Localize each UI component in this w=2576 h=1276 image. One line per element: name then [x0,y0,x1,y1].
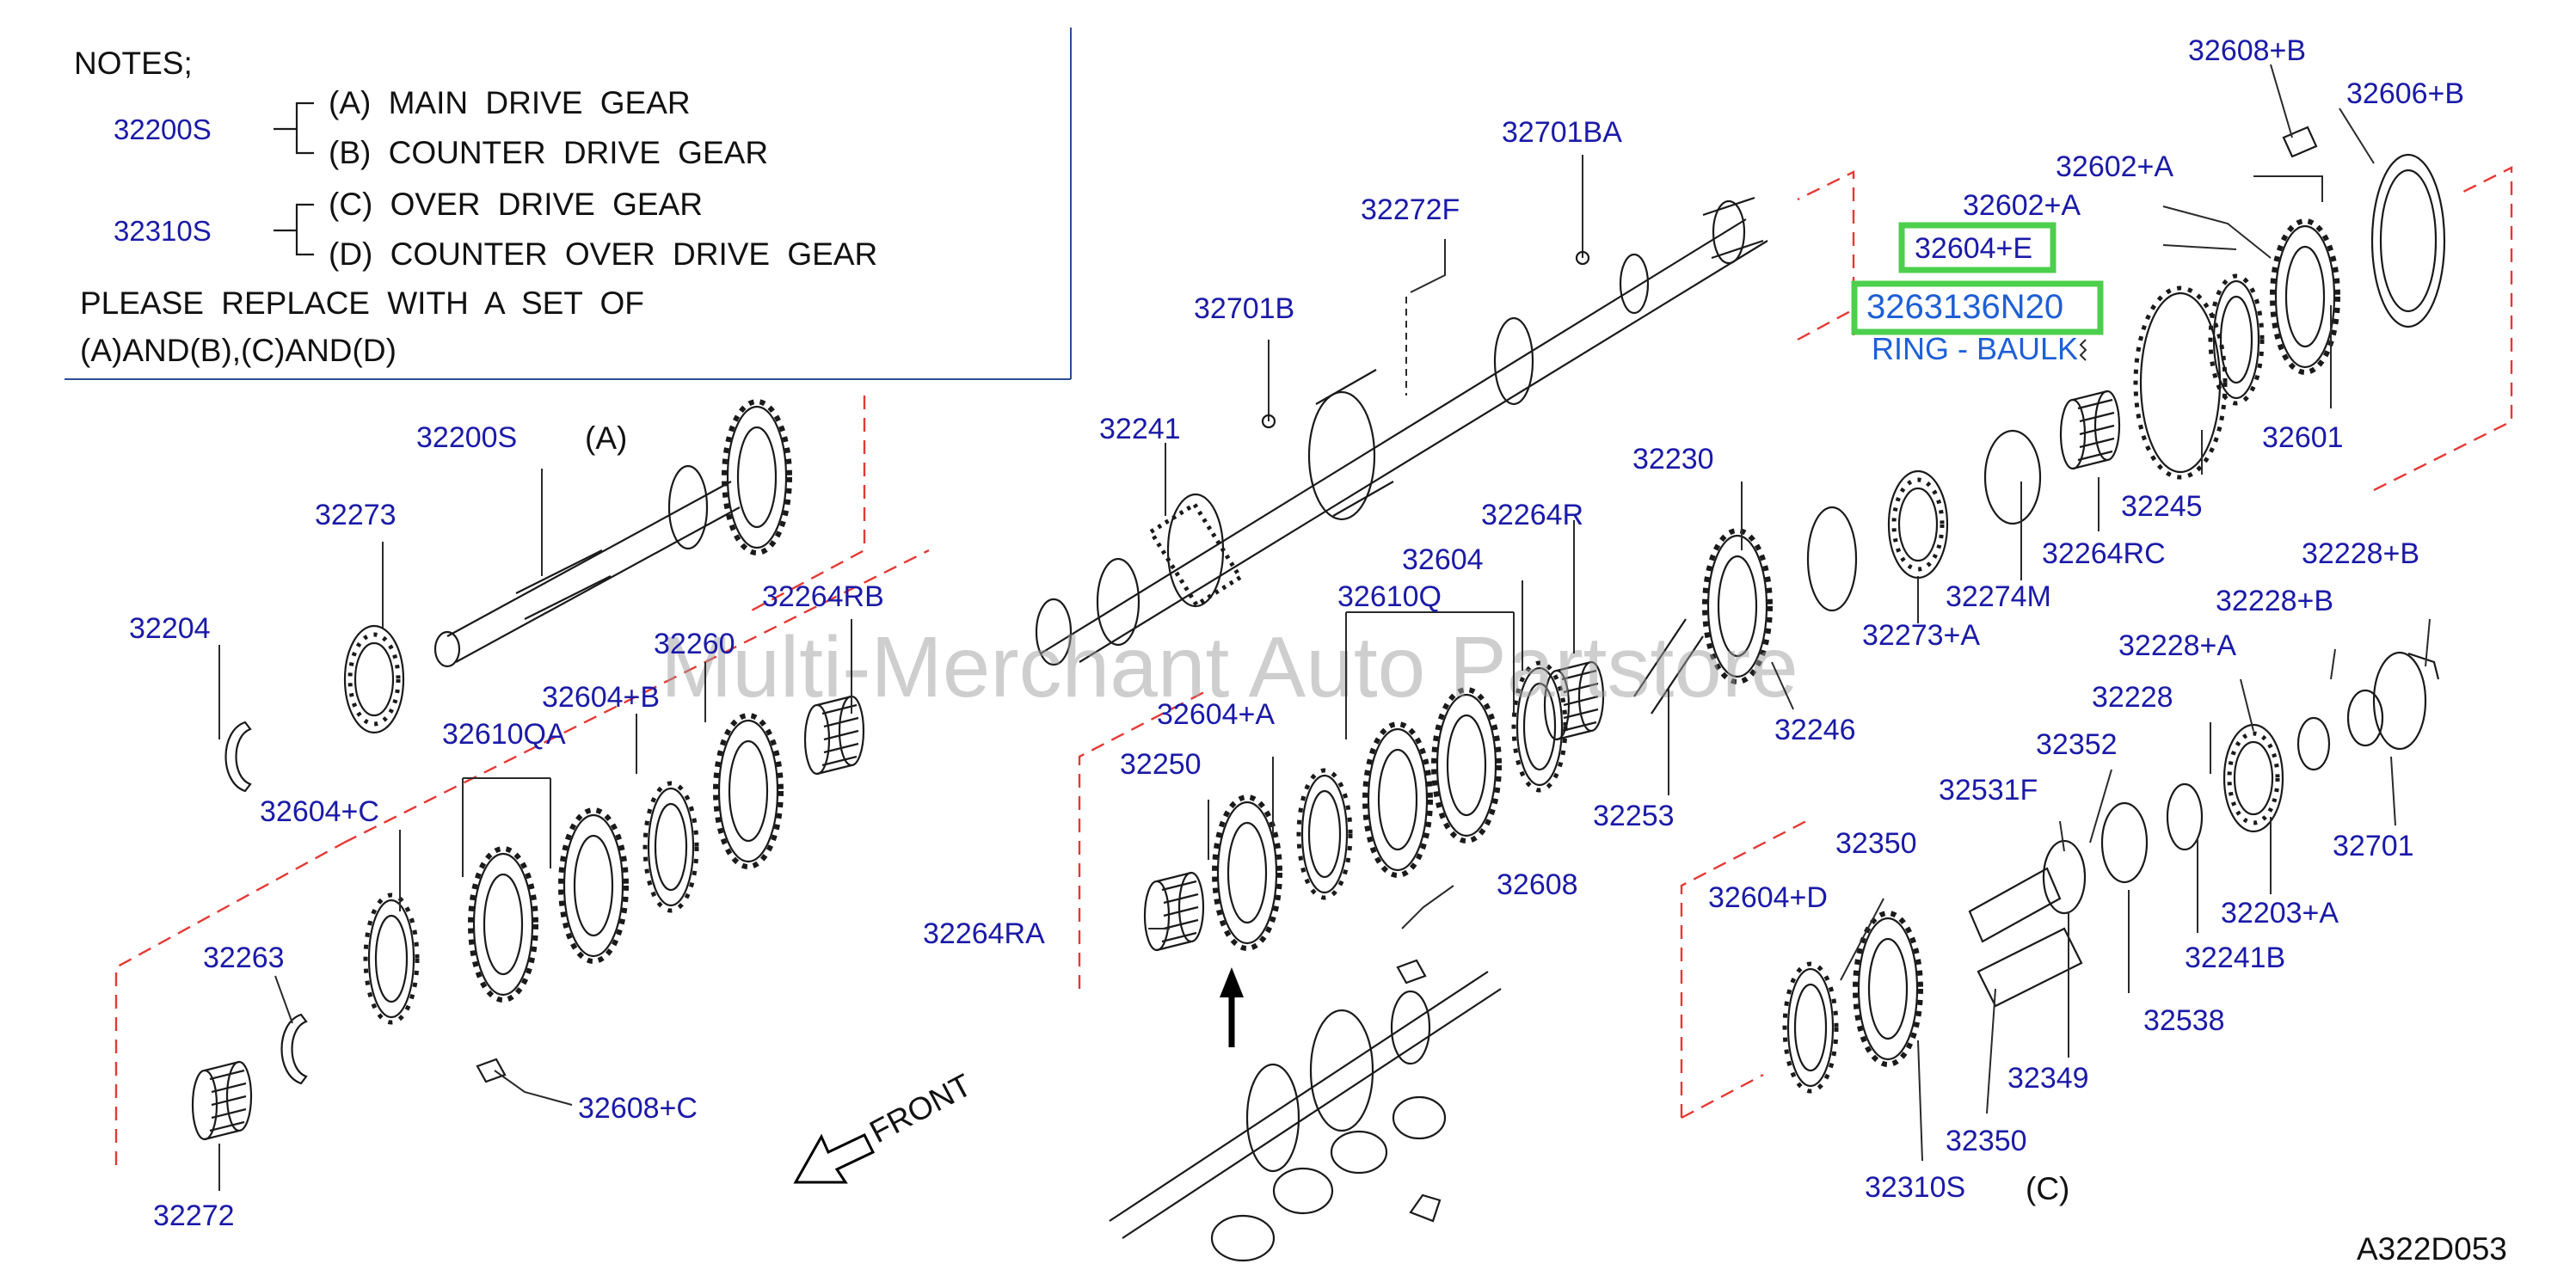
up-arrow-icon [1220,967,1244,1047]
guide-boxes [114,166,2513,1165]
notes-code-32200S[interactable]: 32200S [114,113,212,145]
callout-32228-b-upper[interactable]: 32228+B [2302,537,2419,570]
watermark: Multi-Merchant Auto Partstore [661,619,1798,715]
callout-32608[interactable]: 32608 [1497,868,1578,901]
callout-32350-upper[interactable]: 32350 [1835,827,1917,860]
callout-32246[interactable]: 32246 [1774,714,1856,746]
callout-32602-a-lower[interactable]: 32602+A [1963,189,2081,222]
callout-32264rc[interactable]: 32264RC [2042,537,2166,570]
callout-32352[interactable]: 32352 [2036,728,2118,761]
main-drive-gear[interactable] [433,402,790,668]
callout-32241b[interactable]: 32241B [2185,942,2285,974]
callout-labels[interactable]: 32608+B 32606+B 32701BA 32602+A 32602+A … [129,34,2464,1232]
callout-32203-a[interactable]: 32203+A [2221,897,2339,929]
callout-32701b[interactable]: 32701B [1194,292,1294,325]
callout-32272f[interactable]: 32272F [1361,193,1460,226]
callout-32538[interactable]: 32538 [2143,1004,2225,1037]
letter-a: (A) [585,420,627,456]
note-item-a: (A) MAIN DRIVE GEAR [329,85,691,120]
callout-32610qa[interactable]: 32610QA [442,718,566,751]
callout-32604-c[interactable]: 32604+C [260,795,379,828]
highlight-part-name: RING - BAULK [1872,331,2078,366]
front-arrow-icon [793,1133,876,1184]
callout-32604-a[interactable]: 32604+A [1157,698,1275,731]
callout-32608-b[interactable]: 32608+B [2188,34,2306,67]
callout-32604-d[interactable]: 32604+D [1708,881,1828,914]
callout-32253[interactable]: 32253 [1593,800,1675,832]
callout-32349[interactable]: 32349 [2007,1062,2089,1095]
callout-32274m[interactable]: 32274M [1946,580,2051,613]
callout-32241[interactable]: 32241 [1099,413,1181,445]
note-item-b: (B) COUNTER DRIVE GEAR [329,135,768,170]
callout-32200s[interactable]: 32200S [416,421,517,454]
bearing-32273[interactable] [345,626,403,733]
callout-32228[interactable]: 32228 [2092,681,2173,714]
callout-32531f[interactable]: 32531F [1939,774,2038,807]
letter-c: (C) [2026,1171,2069,1206]
notes-panel: NOTES; 32200S (A) MAIN DRIVE GEAR (B) CO… [65,28,1072,380]
front-label: FRONT [864,1067,978,1150]
callout-32310s[interactable]: 32310S [1865,1171,1965,1204]
callout-32230[interactable]: 32230 [1632,443,1714,475]
callout-32245[interactable]: 32245 [2121,490,2203,523]
callout-32273[interactable]: 32273 [315,499,397,531]
callout-32260[interactable]: 32260 [654,628,735,660]
notes-instruction-2: (A)AND(B),(C)AND(D) [80,333,397,368]
synchro-group-left[interactable] [191,695,865,1141]
callout-32272[interactable]: 32272 [153,1199,235,1232]
callout-32604-b[interactable]: 32604+B [542,681,660,714]
notes-bracket-c [274,203,314,256]
callout-32602-a-upper[interactable]: 32602+A [2056,150,2173,183]
callout-32264ra[interactable]: 32264RA [923,917,1045,950]
notes-instruction-1: PLEASE REPLACE WITH A SET OF [80,285,644,321]
callout-32601[interactable]: 32601 [2262,421,2344,454]
overdrive-group[interactable] [1785,651,2440,1091]
callout-32604[interactable]: 32604 [1402,543,1484,576]
note-item-d: (D) COUNTER OVER DRIVE GEAR [329,236,877,272]
highlight-box-code[interactable] [1898,222,2056,273]
callout-32228-a[interactable]: 32228+A [2118,629,2236,662]
callout-32204[interactable]: 32204 [129,612,211,645]
callout-32608-c[interactable]: 32608+C [578,1092,698,1125]
callout-32606-b[interactable]: 32606+B [2346,77,2464,110]
notes-heading: NOTES; [74,46,193,81]
highlight-selected-part[interactable]: 32604+E 3263136N20 RING - BAULK [1851,222,2104,366]
callout-32250[interactable]: 32250 [1120,748,1202,781]
callout-32273-a[interactable]: 32273+A [1862,619,1980,652]
snap-ring-32204[interactable] [224,721,252,793]
callout-32350-lower[interactable]: 32350 [1946,1125,2027,1157]
note-item-c: (C) OVER DRIVE GEAR [329,187,703,222]
callout-32701[interactable]: 32701 [2333,830,2414,862]
callout-32263[interactable]: 32263 [203,942,285,974]
callout-32610q[interactable]: 32610Q [1337,580,1442,613]
callout-32264r[interactable]: 32264R [1481,499,1583,531]
highlight-part-number[interactable]: 3263136N20 [1866,288,2063,326]
highlight-box-part-number[interactable] [1851,280,2104,335]
notes-code-32310S[interactable]: 32310S [114,215,212,247]
countershaft-assembly[interactable] [1035,196,1768,666]
callout-32228-b-lower[interactable]: 32228+B [2216,585,2333,617]
assembly-overview[interactable] [1109,971,1502,1262]
synchro-group-center[interactable] [1143,126,2446,985]
leader-lines [218,64,2431,1191]
callout-32264rb[interactable]: 32264RB [762,580,884,613]
notes-bracket-a [274,101,314,155]
callout-32701ba[interactable]: 32701BA [1502,116,1622,149]
highlight-code[interactable]: 32604+E [1915,232,2032,265]
figure-code: A322D053 [2357,1231,2507,1267]
